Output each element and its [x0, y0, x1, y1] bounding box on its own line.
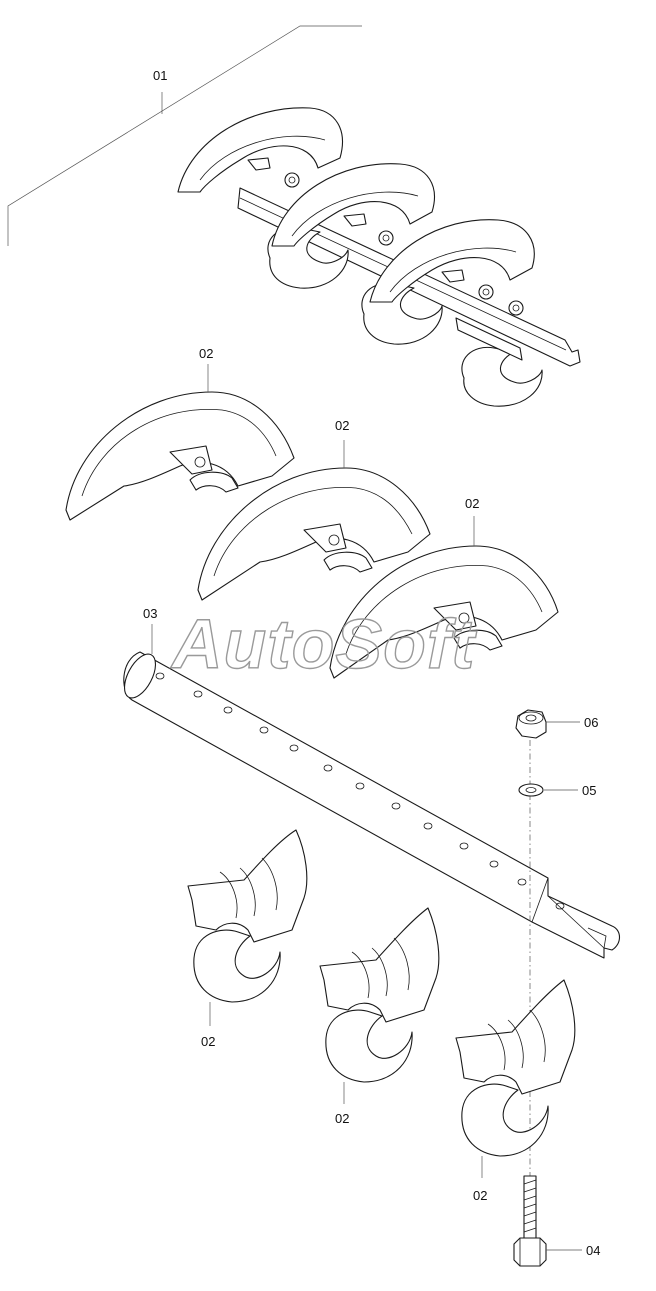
flight-upper-2	[197, 467, 431, 601]
shaft-03	[123, 651, 621, 959]
assembly-bracket	[7, 25, 362, 246]
nut-06	[515, 709, 547, 739]
callout-02-upper-1: 02	[199, 346, 213, 361]
watermark-autosoft: AutoSoft	[170, 605, 477, 683]
callout-02-lower-1: 02	[201, 1034, 215, 1049]
washer-05	[518, 783, 544, 797]
callout-04: 04	[586, 1243, 600, 1258]
flight-lower-1	[187, 829, 308, 1003]
flight-lower-2	[319, 907, 440, 1083]
flight-upper-1	[65, 391, 295, 521]
callout-02-upper-3: 02	[465, 496, 479, 511]
callout-03: 03	[143, 606, 157, 621]
flight-lower-3	[455, 979, 576, 1157]
callout-06: 06	[584, 715, 598, 730]
callout-02-lower-2: 02	[335, 1111, 349, 1126]
assembled-auger	[177, 107, 581, 407]
callout-02-lower-3: 02	[473, 1188, 487, 1203]
callout-05: 05	[582, 783, 596, 798]
flight-upper-3	[329, 545, 559, 679]
shaft-holes	[155, 672, 565, 910]
callout-02-upper-2: 02	[335, 418, 349, 433]
callout-01: 01	[153, 68, 167, 83]
bolt-04	[513, 1175, 547, 1267]
